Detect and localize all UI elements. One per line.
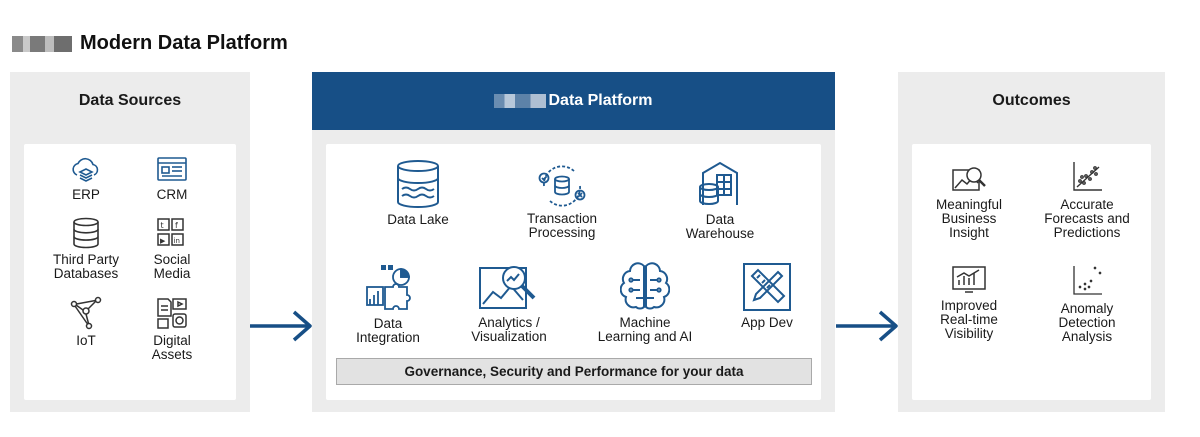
database-icon <box>73 217 99 249</box>
brain-circuit-icon <box>620 262 670 310</box>
outcome-realtime-visibility-label: Improved Real-time Visibility <box>940 298 998 341</box>
platform-data-warehouse-label: Data Warehouse <box>685 212 755 241</box>
cloud-layers-icon <box>72 157 99 182</box>
source-erp: ERP <box>55 156 117 202</box>
outcomes-panel: Outcomes <box>898 72 1165 412</box>
data-platform-title: Data Platform <box>312 72 835 130</box>
svg-text:▶: ▶ <box>160 237 166 245</box>
svg-text:f: f <box>175 221 178 230</box>
social-media-icon: t f ▶ in <box>157 218 184 246</box>
source-iot: IoT <box>55 296 117 348</box>
platform-machine-learning-ai: Machine Learning and AI <box>590 262 700 344</box>
design-tools-icon <box>743 263 791 311</box>
outcome-anomaly-detection-label: Anomaly Detection Analysis <box>1058 301 1116 344</box>
source-digital-assets: Digital Assets <box>141 296 203 362</box>
source-erp-label: ERP <box>72 187 100 202</box>
source-social-media: t f ▶ in Social Media <box>141 217 203 281</box>
crm-card-icon <box>157 157 187 181</box>
anomaly-scatter-icon <box>1073 266 1102 295</box>
page-title: Modern Data Platform <box>80 32 288 54</box>
flow-arrow-right <box>250 310 312 342</box>
platform-app-dev: App Dev <box>727 262 807 330</box>
platform-transaction-processing-label: Transaction Processing <box>526 211 598 240</box>
integration-puzzle-icon <box>366 265 411 310</box>
outcome-business-insight-label: Meaningful Business Insight <box>935 197 1003 240</box>
platform-analytics-visualization-label: Analytics / Visualization <box>471 315 547 344</box>
iot-network-icon <box>70 296 102 330</box>
outcomes-title: Outcomes <box>992 92 1071 109</box>
outcome-forecasts-predictions: Accurate Forecasts and Predictions <box>1037 160 1137 240</box>
data-sources-panel: Data Sources <box>10 72 250 412</box>
outcome-forecasts-predictions-label: Accurate Forecasts and Predictions <box>1044 197 1130 240</box>
outcomes-list <box>912 144 1151 400</box>
governance-bar: Governance, Security and Performance for… <box>336 358 812 385</box>
data-platform-panel: Data Platform Governance, Security and P… <box>312 72 835 412</box>
data-platform-title-text: Data Platform <box>548 92 653 109</box>
svg-text:in: in <box>174 237 180 245</box>
source-crm: CRM <box>141 156 203 202</box>
warehouse-icon <box>699 161 738 205</box>
outcome-anomaly-detection: Anomaly Detection Analysis <box>1037 264 1137 344</box>
analytics-magnifier-icon <box>479 266 536 309</box>
data-lake-icon <box>397 160 439 208</box>
platform-data-warehouse: Data Warehouse <box>675 159 765 241</box>
platform-app-dev-label: App Dev <box>741 315 793 330</box>
company-logo <box>12 36 72 52</box>
outcome-business-insight: Meaningful Business Insight <box>924 164 1014 240</box>
platform-analytics-visualization: Analytics / Visualization <box>460 262 558 344</box>
platform-data-lake: Data Lake <box>373 159 463 227</box>
platform-data-integration-label: Data Integration <box>356 316 420 345</box>
digital-assets-icon <box>157 298 187 329</box>
source-iot-label: IoT <box>76 333 96 348</box>
source-third-party-databases-label: Third Party Databases <box>52 252 120 281</box>
source-crm-label: CRM <box>156 187 188 202</box>
monitor-chart-icon <box>952 266 986 293</box>
vendor-logo <box>494 94 547 108</box>
data-platform-services <box>326 144 821 400</box>
transaction-cycle-icon <box>538 165 586 207</box>
platform-data-integration: Data Integration <box>343 263 433 345</box>
platform-transaction-processing: Transaction Processing <box>514 164 610 240</box>
data-sources-title: Data Sources <box>78 92 182 109</box>
flow-arrow-right-2 <box>836 310 898 342</box>
outcome-realtime-visibility: Improved Real-time Visibility <box>924 265 1014 341</box>
scatter-trend-icon <box>1073 162 1102 191</box>
source-third-party-databases: Third Party Databases <box>45 217 127 281</box>
source-digital-assets-label: Digital Assets <box>151 333 193 362</box>
source-social-media-label: Social Media <box>153 252 191 281</box>
svg-text:t: t <box>161 221 164 230</box>
data-sources-list <box>24 144 236 400</box>
insight-image-icon <box>952 167 986 191</box>
platform-machine-learning-ai-label: Machine Learning and AI <box>597 315 693 344</box>
platform-data-lake-label: Data Lake <box>387 212 449 227</box>
